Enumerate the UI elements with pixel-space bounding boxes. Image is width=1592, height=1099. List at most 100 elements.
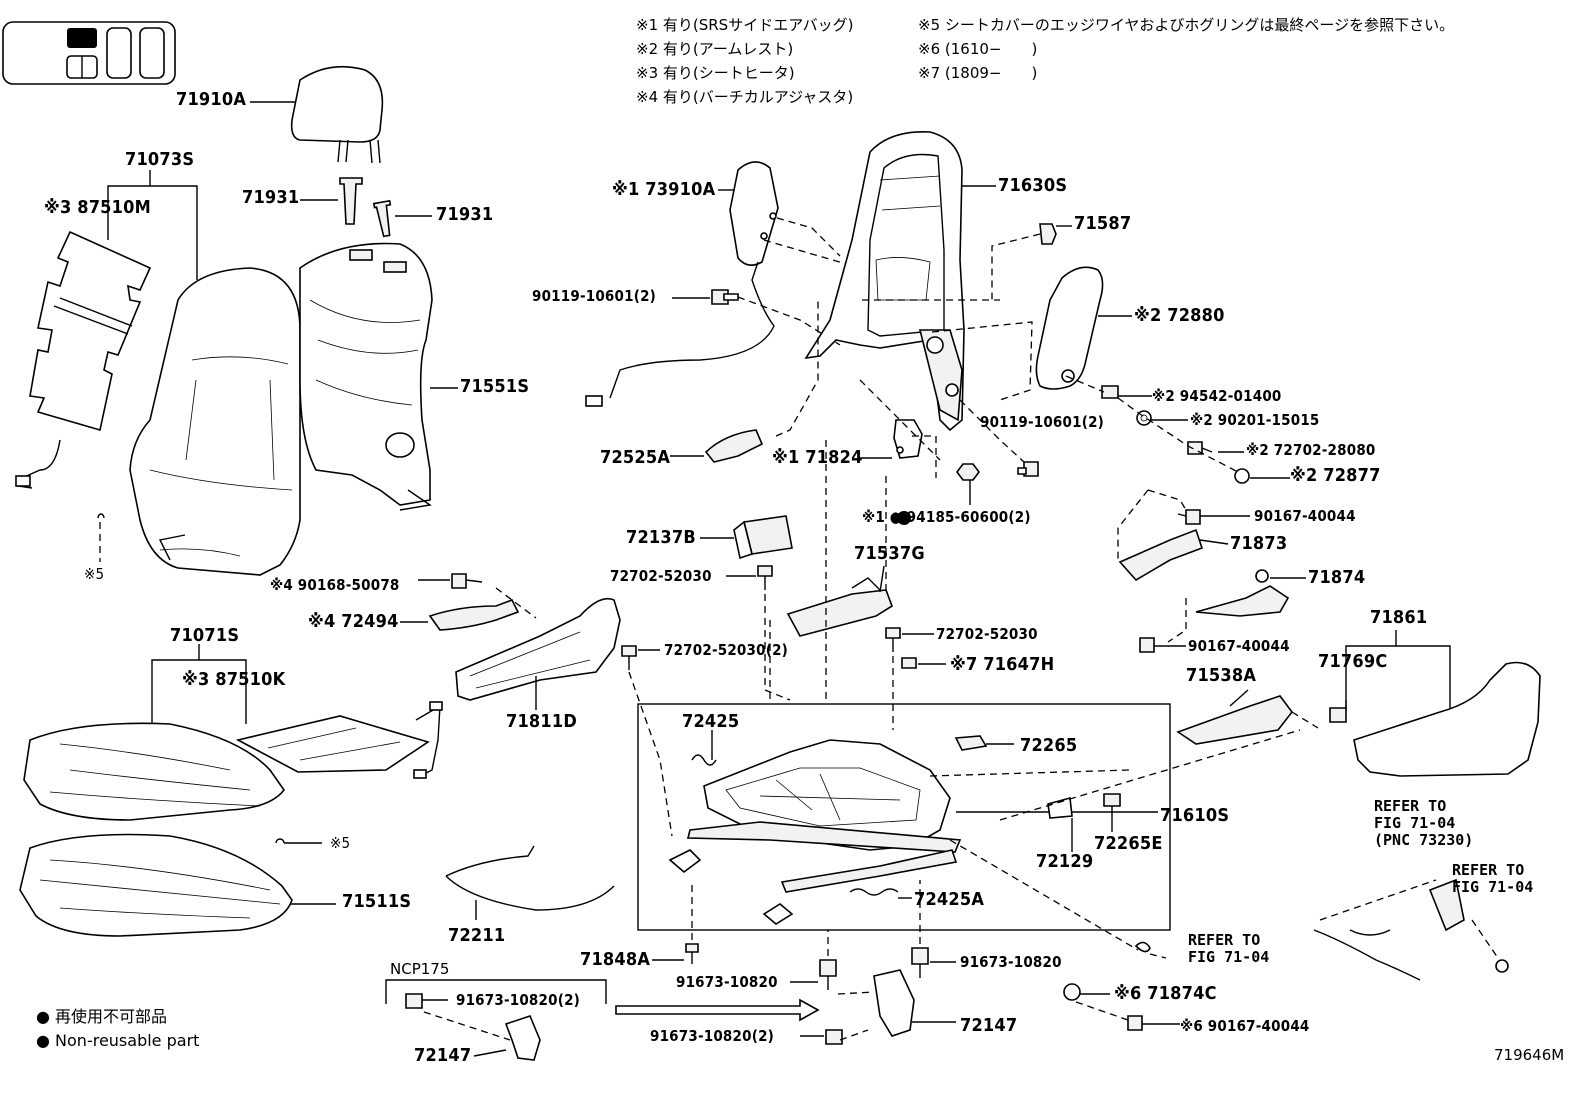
bolts-72702-52030 [621,565,934,837]
part-label[interactable]: ※1 73910A [612,179,716,200]
part-label[interactable]: 91673-10820(2) [456,991,581,1009]
part-label[interactable]: ※3 87510M [44,197,151,218]
part-label[interactable]: 71587 [1074,213,1132,234]
part-label[interactable]: 72211 [448,925,506,946]
part-label[interactable]: 91673-10820 [960,953,1062,971]
part-label[interactable]: 90167-40044 [1188,637,1290,655]
hog-ring-part [97,513,322,844]
part-label[interactable]: ※4 72494 [308,611,399,632]
note-4: ※4 有り(バーチカルアジャスタ) [636,88,854,106]
part-label[interactable]: 71610S [1160,805,1230,826]
part-71537G [786,565,893,637]
part-71647H [901,657,946,669]
part-label[interactable]: 71874 [1308,567,1366,588]
armrest-hardware [1065,375,1290,484]
bottom-hardware [615,880,956,1045]
part-label[interactable]: 71873 [1230,533,1288,554]
headrest-guide-parts [300,177,432,238]
refer-to-label[interactable]: REFER TO FIG 71-04 [1452,861,1534,896]
part-72137B [700,515,793,560]
part-label[interactable]: 72265E [1094,833,1163,854]
spring-72425A [849,888,912,899]
seat-shield-71861 [1329,630,1541,777]
note-2: ※2 有り(アームレスト) [636,40,794,58]
part-label[interactable]: 72129 [1036,851,1094,872]
refer-to-label[interactable]: REFER TO FIG 71-04 (PNC 73230) [1374,797,1474,849]
seat-shield-71811D [455,597,621,710]
part-label[interactable]: 72702-52030(2) [664,641,789,659]
nut-94185 [859,379,980,525]
part-label[interactable]: ※3 87510K [182,669,286,690]
ncp175-group [385,979,607,1061]
parts-71874C [1063,983,1180,1031]
note-ref-5: ※5 [84,565,105,583]
part-label[interactable]: 71931 [242,187,300,208]
part-label[interactable]: 71551S [460,376,530,397]
seat-back-cover [129,267,301,576]
legend-jp: ● 再使用不可部品 [36,1007,168,1026]
part-label[interactable]: 72425 [682,711,740,732]
part-label[interactable]: 72425A [914,889,985,910]
note-6: ※6 (1610− ) [918,40,1038,58]
seat-adjuster-box [637,703,1171,931]
headrest-part [250,65,384,164]
seat-adjuster-frame [668,739,1158,925]
part-label[interactable]: 71848A [580,949,651,970]
part-label[interactable]: 71071S [170,625,240,646]
part-label[interactable]: 71811D [506,711,577,732]
seat-cushion-pad [19,833,336,937]
note-5: ※5 シートカバーのエッジワイヤおよびホグリングは最終ページを参照下さい。 [918,16,1455,34]
part-label[interactable]: ※1 ● 94185-60600(2) [862,508,1031,526]
part-label[interactable]: ※2 72877 [1290,465,1381,486]
part-label[interactable]: ※7 71647H [950,654,1055,675]
part-label[interactable]: ※1 71824 [772,447,863,468]
back-heater-mat [15,230,152,489]
part-label[interactable]: 71073S [125,149,195,170]
part-label[interactable]: 90167-40044 [1254,507,1356,525]
part-label[interactable]: 90119-10601(2) [980,413,1105,431]
armrest-part [1035,266,1132,390]
bracket-71824 [860,419,937,478]
note-ref-5: ※5 [330,834,351,852]
part-label[interactable]: 72147 [960,1015,1018,1036]
part-label[interactable]: 71769C [1318,651,1388,672]
clip-71587 [991,223,1072,302]
part-71538A [1176,689,1319,745]
back-cover-leader [107,170,198,280]
cushion-cover-leader [151,644,247,724]
bolt-90119-left [672,289,841,346]
part-72265 [954,735,1014,751]
spring-72425 [691,730,717,766]
part-label[interactable]: 72137B [626,527,696,548]
part-label[interactable]: 90119-10601(2) [532,287,657,305]
part-label[interactable]: ※2 90201-15015 [1190,411,1320,429]
part-label[interactable]: 71538A [1186,665,1257,686]
seat-cushion-cover [23,722,285,821]
part-label[interactable]: ※2 94542-01400 [1152,387,1282,405]
part-label[interactable]: ※4 90168-50078 [270,576,400,594]
part-label[interactable]: 72525A [600,447,671,468]
part-label[interactable]: ※2 72702-28080 [1246,441,1376,459]
part-label[interactable]: 71931 [436,204,494,225]
part-label[interactable]: 71537G [854,543,925,564]
part-label[interactable]: 71511S [342,891,412,912]
part-label[interactable]: ※2 72880 [1134,305,1225,326]
part-label[interactable]: 72702-52030 [610,567,712,585]
part-label[interactable]: 71861 [1370,607,1428,628]
seat-position-thumbnail-icon [2,21,176,85]
part-label[interactable]: 72702-52030 [936,625,1038,643]
part-label[interactable]: ※6 90167-40044 [1180,1017,1310,1035]
vertical-adjuster-parts [400,573,537,631]
part-label[interactable]: 91673-10820(2) [650,1027,775,1045]
refer-to-label[interactable]: REFER TO FIG 71-04 [1188,931,1270,966]
part-label[interactable]: 71910A [176,89,247,110]
part-label[interactable]: 71630S [998,175,1068,196]
part-label[interactable]: 72265 [1020,735,1078,756]
part-label[interactable]: 91673-10820 [676,973,778,991]
part-72129-72265E [929,729,1301,951]
part-label[interactable]: 72147 [414,1045,472,1066]
part-label[interactable]: ※6 71874C [1114,983,1217,1004]
recliner-cover-parts [1117,489,1306,653]
